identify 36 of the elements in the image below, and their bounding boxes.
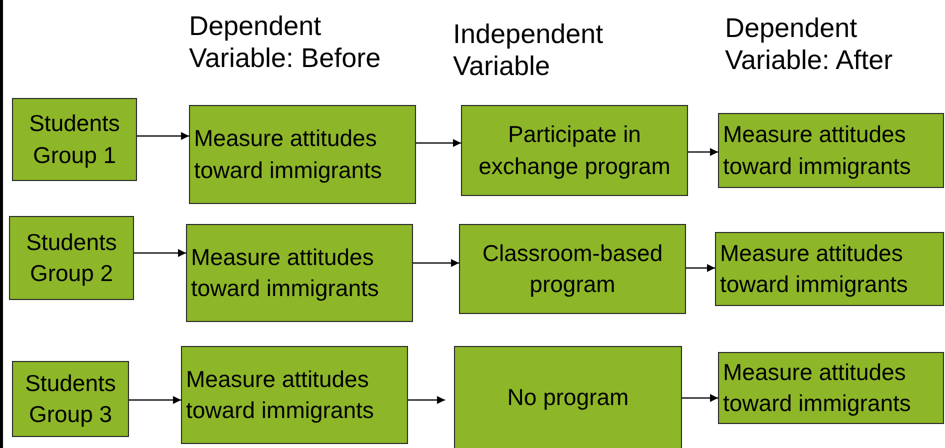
column-heading: Dependent Variable: Before xyxy=(189,10,382,75)
column-heading: Dependent Variable: After xyxy=(725,12,894,77)
arrow xyxy=(408,396,445,404)
process-box xyxy=(461,105,688,196)
arrow xyxy=(137,132,189,140)
process-box xyxy=(12,98,137,181)
box-text: No program xyxy=(507,383,629,412)
arrow xyxy=(682,394,718,402)
box-text: Measure attitudes toward immigrants xyxy=(191,242,380,303)
arrow xyxy=(134,249,186,257)
box-text: Measure attitudes toward immigrants xyxy=(194,124,383,185)
process-box xyxy=(9,216,134,300)
box-text: Measure attitudes toward immigrants xyxy=(720,238,909,299)
box-text: Measure attitudes toward immigrants xyxy=(186,364,375,425)
box-text: Measure attitudes toward immigrants xyxy=(723,358,912,418)
process-box xyxy=(715,232,944,306)
arrow xyxy=(686,264,715,272)
box-text: Classroom-based program xyxy=(481,238,664,299)
arrow xyxy=(416,139,461,147)
box-text: Students Group 2 xyxy=(25,228,118,288)
process-box xyxy=(454,346,682,448)
arrow xyxy=(129,396,181,404)
box-text: Students Group 1 xyxy=(28,109,121,170)
process-box xyxy=(718,352,944,424)
arrow xyxy=(413,259,459,267)
box-text: Measure attitudes toward immigrants xyxy=(723,120,912,181)
process-box xyxy=(459,224,686,314)
process-box xyxy=(12,361,129,437)
process-box xyxy=(186,224,413,322)
process-box xyxy=(181,346,408,444)
process-box xyxy=(189,105,416,204)
box-text: Students Group 3 xyxy=(24,368,117,429)
column-heading: Independent Variable xyxy=(453,18,604,83)
process-box xyxy=(718,113,944,188)
box-text: Participate in exchange program xyxy=(478,120,672,181)
arrow xyxy=(688,148,718,156)
